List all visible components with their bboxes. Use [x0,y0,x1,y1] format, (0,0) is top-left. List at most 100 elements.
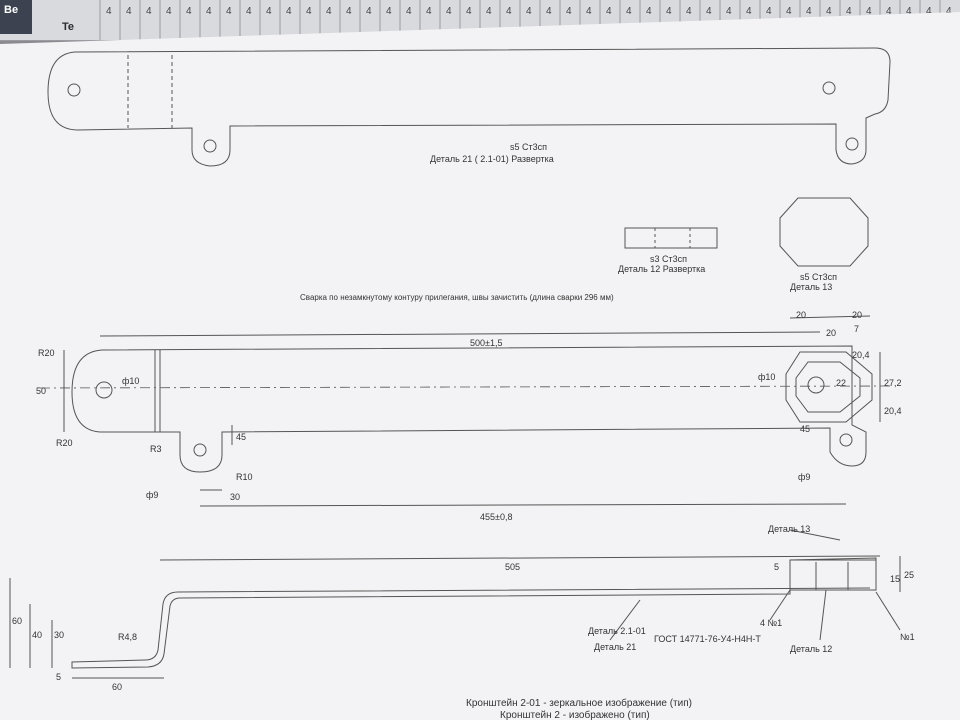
grid-glyph: 4 [186,6,192,17]
grid-glyph: 4 [786,6,792,17]
weld-note: Сварка по незамкнутому контуру прилегани… [300,293,614,302]
grid-glyph: 4 [846,6,852,17]
plan-outline [71,345,867,473]
grid-glyph: 4 [146,6,152,17]
dim-30-vert: 30 [54,630,64,640]
part12-label: Деталь 12 Развертка [618,264,705,274]
dim-phi10-left: ф10 [122,376,139,386]
callout-n1: №1 [900,632,915,642]
grid-glyph: 4 [426,6,432,17]
grid-glyph: 4 [386,6,392,17]
plan-octagon-inner [795,361,861,413]
part21-outline [47,47,891,167]
grid-glyph: 4 [266,6,272,17]
grid-glyph: 4 [526,6,532,17]
part13-label: Деталь 13 [790,282,832,292]
grid-glyph: 4 [906,6,912,17]
corner-label: Be [4,4,18,16]
part21-hole-right-tab [845,137,859,151]
title-line-1: Кронштейн 2-01 - зеркальное изображение … [466,697,692,709]
dim-50: 50 [36,386,46,396]
grid-glyph: 4 [766,6,772,17]
plan-hole-right-tab [839,433,853,447]
callout-gost: ГОСТ 14771-76-У4-Н4Н-Т [654,634,761,644]
grid-glyph: 4 [306,6,312,17]
callout-part13: Деталь 13 [768,524,810,534]
grid-glyph: 4 [686,6,692,17]
dim-20-line [789,315,871,319]
part13-material: s5 Ст3сп [800,272,837,282]
title-line-2: Кронштейн 2 - изображено (тип) [500,709,650,720]
plan-hole-tab [193,443,207,457]
dim-505: 505 [505,562,520,572]
side-view-block [789,559,877,591]
dim-455-line [199,503,847,507]
grid-glyph: 4 [486,6,492,17]
part21-hole-right [822,81,836,95]
grid-glyph: 4 [806,6,812,17]
grid-glyph: 4 [326,6,332,17]
dim-20-c: 20 [852,310,862,320]
part12-rect [624,227,718,249]
dim-27-2: 27,2 [884,378,902,388]
grid-glyph: 4 [926,6,932,17]
grid-glyph: 4 [826,6,832,17]
grid-glyph: 4 [626,6,632,17]
dim-r20-top: R20 [38,348,55,358]
grid-glyph: 4 [466,6,472,17]
grid-glyph: 4 [646,6,652,17]
grid-glyph: 4 [406,6,412,17]
dim-r10: R10 [236,472,253,482]
grid-glyph: 4 [606,6,612,17]
side-view-outline [71,557,877,669]
dim-r20-bottom: R20 [56,438,73,448]
grid-glyph: 4 [226,6,232,17]
part21-hole-left [67,83,81,97]
grid-glyph: 4 [706,6,712,17]
grid-glyph: 4 [866,6,872,17]
dim-40: 40 [32,630,42,640]
grid-glyph: 4 [166,6,172,17]
leader-part13 [789,529,841,541]
dim-5-side: 5 [774,562,779,572]
dim-15: 15 [890,574,900,584]
grid-glyph: 4 [586,6,592,17]
dim-505-line [159,555,881,561]
dim-455: 455±0,8 [480,512,512,522]
grid-glyph: 4 [126,6,132,17]
dim-phi9-left: ф9 [146,490,158,500]
grid-glyph: 4 [206,6,212,17]
dark-corner-block [0,0,32,34]
paper-sheet [0,12,960,720]
plan-hole-left [95,381,113,399]
dim-500: 500±1,5 [470,338,502,348]
dim-60-horiz: 60 [112,682,122,692]
dim-phi10-right: ф10 [758,372,775,382]
leader-part12 [819,589,827,641]
callout-part21-01: Деталь 2.1-01 [588,626,646,636]
dim-30: 30 [230,492,240,502]
grid-glyph: 4 [346,6,352,17]
dim-22: 22 [836,378,846,388]
dim-20-4-right: 20,4 [884,406,902,416]
dim-20-b: 20 [826,328,836,338]
plan-hole-right [807,376,825,394]
leader-part21 [609,599,641,641]
grid-glyph: 4 [366,6,372,17]
leader-weld [769,589,791,621]
grid-glyph: 4 [286,6,292,17]
grid-glyph: 4 [946,6,952,17]
plan-octagon [785,351,873,423]
part21-label: Деталь 21 ( 2.1-01) Развертка [430,154,554,164]
dim-5-bottom: 5 [56,672,61,682]
dim-7: 7 [854,324,859,334]
callout-weld: 4 №1 [760,618,782,628]
grid-glyph: 4 [666,6,672,17]
dim-20-4-top: 20,4 [852,350,870,360]
grid-glyph: 4 [446,6,452,17]
dim-20-a: 20 [796,310,806,320]
dim-500-line [99,331,821,337]
callout-part21: Деталь 21 [594,642,636,652]
